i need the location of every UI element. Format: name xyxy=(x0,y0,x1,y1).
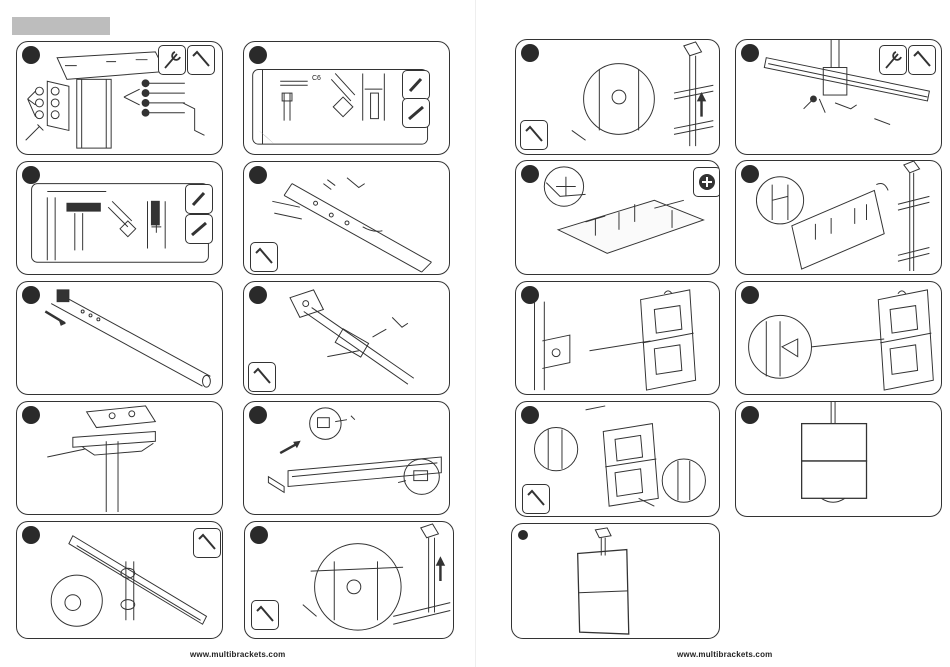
dimension-label: C6 xyxy=(312,75,321,82)
step-11-panel xyxy=(515,39,720,155)
phillips-screwdriver-icon xyxy=(693,167,720,197)
step-12-panel xyxy=(735,39,942,155)
final-screens-front-view-illustration xyxy=(736,402,941,516)
step-19-panel xyxy=(511,523,720,639)
step-4-panel xyxy=(243,161,450,275)
hex-key-icon xyxy=(522,484,550,514)
drill-bit-icon xyxy=(185,214,213,244)
hex-key-icon xyxy=(251,600,279,630)
hex-key-icon xyxy=(908,45,936,75)
step-2-panel: C6 xyxy=(243,41,450,155)
drill-bit-icon xyxy=(402,98,430,128)
screwdriver-icon xyxy=(402,70,430,100)
page-spread-divider xyxy=(475,0,476,667)
step-14-panel xyxy=(735,160,942,275)
step-13-panel xyxy=(515,160,720,275)
final-installation-perspective-illustration xyxy=(512,524,719,638)
step-8-panel xyxy=(243,401,450,515)
hex-key-icon xyxy=(193,528,221,558)
bracket-under-plate-illustration xyxy=(17,402,222,514)
hex-key-icon xyxy=(187,45,215,75)
step-16-panel xyxy=(735,281,942,395)
step-7-panel xyxy=(16,401,223,515)
step-9-panel xyxy=(16,521,223,639)
hex-key-icon xyxy=(250,242,278,272)
pole-cap-insertion-illustration xyxy=(17,282,222,394)
step-6-panel xyxy=(243,281,450,395)
hex-key-icon xyxy=(520,120,548,150)
screwdriver-icon xyxy=(185,184,213,214)
hang-screen-on-rails-illustration xyxy=(736,161,941,274)
hex-key-icon xyxy=(248,362,276,392)
step-15-panel xyxy=(515,281,720,395)
wrench-icon xyxy=(158,45,186,75)
screens-on-pole-illustration xyxy=(516,282,719,394)
rail-clamp-illustration xyxy=(17,522,222,638)
footer-website: www.multibrackets.com xyxy=(190,650,286,659)
screen-brackets-attachment-illustration xyxy=(516,161,719,274)
footer-website: www.multibrackets.com xyxy=(677,650,773,659)
screens-lock-detail-illustration xyxy=(736,282,941,394)
step-18-panel xyxy=(735,401,942,517)
step-10-panel xyxy=(244,521,454,639)
section-header-tab xyxy=(12,17,110,35)
wrench-icon xyxy=(879,45,907,75)
step-17-panel xyxy=(515,401,720,517)
rail-slider-insertion-illustration xyxy=(244,402,449,514)
step-3-panel xyxy=(16,161,223,275)
step-5-panel xyxy=(16,281,223,395)
step-1-panel xyxy=(16,41,223,155)
